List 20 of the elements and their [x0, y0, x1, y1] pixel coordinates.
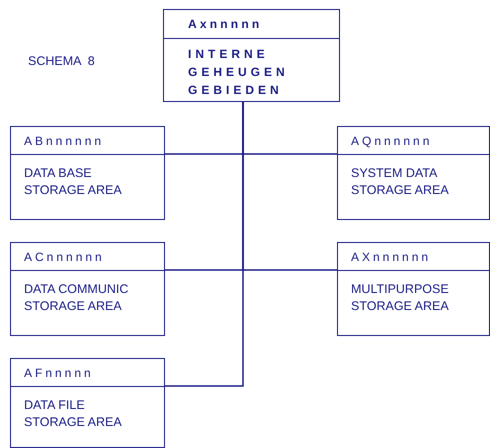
connector-line — [165, 102, 244, 387]
area-code: ABnnnnnn — [11, 127, 164, 155]
storage-area-box — [10, 242, 165, 336]
area-description: INTERNE GEHEUGEN GEBIEDEN — [187, 46, 290, 99]
area-description: DATA COMMUNIC STORAGE AREA — [23, 281, 130, 315]
area-description: MULTIPURPOSE STORAGE AREA — [350, 281, 450, 315]
storage-area-box — [163, 9, 340, 102]
storage-area-box — [337, 126, 490, 220]
area-code: AFnnnnn — [11, 359, 164, 387]
area-code: AQnnnnnn — [338, 127, 489, 155]
area-description: SYSTEM DATA STORAGE AREA — [350, 165, 450, 199]
storage-area-box — [337, 242, 490, 336]
area-code: AXnnnnnn — [338, 243, 489, 271]
area-code: ACnnnnnn — [11, 243, 164, 271]
area-code: Axnnnnn — [164, 10, 339, 39]
area-description: DATA BASE STORAGE AREA — [23, 165, 123, 199]
schema-label: SCHEMA 8 — [28, 54, 95, 68]
storage-area-box — [10, 358, 165, 448]
area-description: DATA FILE STORAGE AREA — [23, 397, 123, 431]
storage-area-box — [10, 126, 165, 220]
